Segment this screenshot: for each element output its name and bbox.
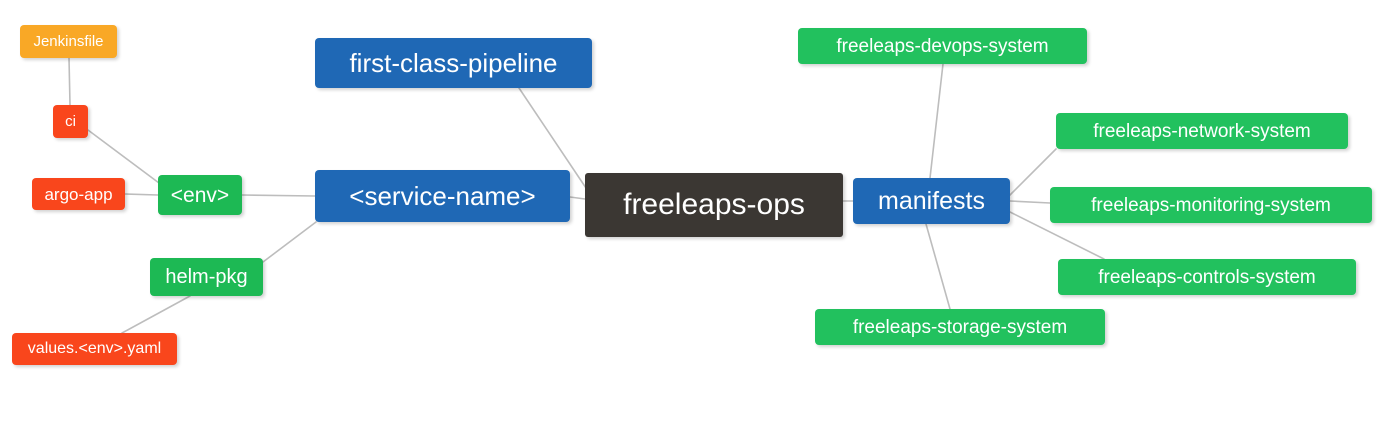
node-devops-system[interactable]: freeleaps-devops-system [798,28,1087,64]
node-network-system[interactable]: freeleaps-network-system [1056,113,1348,149]
node-label-env: <env> [170,183,230,207]
edge-env-to-ci [87,129,160,184]
edge-service-name-to-helm-pkg [262,221,317,263]
edge-service-name-to-env [241,194,316,197]
node-label-argo-app: argo-app [44,184,113,204]
node-label-first-class-pipeline: first-class-pipeline [349,48,558,78]
node-ci[interactable]: ci [53,105,88,138]
edge-manifests-to-controls-system [1009,211,1105,260]
node-label-controls-system: freeleaps-controls-system [1098,266,1316,288]
node-label-network-system: freeleaps-network-system [1093,120,1311,142]
node-label-devops-system: freeleaps-devops-system [836,35,1049,57]
node-label-monitoring-system: freeleaps-monitoring-system [1091,194,1331,216]
node-helm-pkg[interactable]: helm-pkg [150,258,263,296]
edge-root-to-service-name [569,196,586,200]
node-monitoring-system[interactable]: freeleaps-monitoring-system [1050,187,1372,223]
node-values-yaml[interactable]: values.<env>.yaml [12,333,177,365]
node-argo-app[interactable]: argo-app [32,178,125,210]
edge-root-to-first-class-pipeline [518,87,587,189]
node-first-class-pipeline[interactable]: first-class-pipeline [315,38,592,88]
node-root[interactable]: freeleaps-ops [585,173,843,237]
edge-manifests-to-storage-system [925,223,951,310]
node-service-name[interactable]: <service-name> [315,170,570,222]
node-jenkinsfile[interactable]: Jenkinsfile [20,25,117,58]
edge-manifests-to-devops-system [929,63,944,179]
node-storage-system[interactable]: freeleaps-storage-system [815,309,1105,345]
node-label-manifests: manifests [878,186,985,215]
node-controls-system[interactable]: freeleaps-controls-system [1058,259,1356,295]
edge-env-to-argo-app [124,193,159,196]
node-label-values-yaml: values.<env>.yaml [27,340,162,357]
node-label-service-name: <service-name> [349,181,536,211]
edge-helm-pkg-to-values-yaml [121,295,191,334]
node-label-ci: ci [65,113,76,130]
node-label-storage-system: freeleaps-storage-system [852,316,1068,338]
node-label-jenkinsfile: Jenkinsfile [33,33,104,50]
edge-manifests-to-network-system [1009,148,1057,196]
node-env[interactable]: <env> [158,175,242,215]
edge-manifests-to-monitoring-system [1009,200,1051,204]
edge-ci-to-jenkinsfile [68,57,71,106]
node-label-root: freeleaps-ops [623,188,805,221]
node-label-helm-pkg: helm-pkg [165,266,248,288]
node-manifests[interactable]: manifests [853,178,1010,224]
